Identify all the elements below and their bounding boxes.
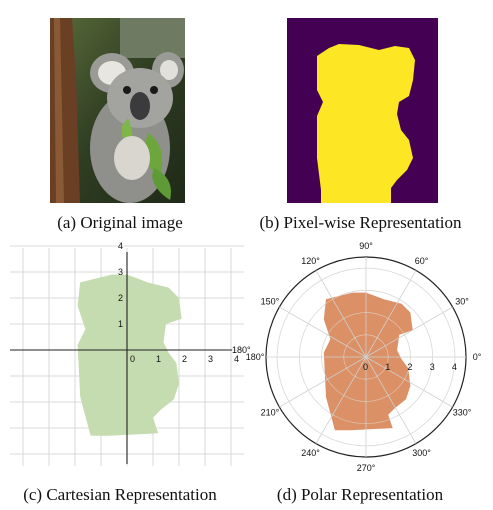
polar-angle-label: 90° bbox=[359, 241, 373, 251]
polar-angle-label: 270° bbox=[357, 463, 376, 473]
y-tick-label: 1 bbox=[118, 319, 123, 329]
polar-angle-label: 30° bbox=[455, 297, 469, 307]
polar-angle-label: 300° bbox=[412, 448, 431, 458]
polar-ring-overlay bbox=[321, 312, 411, 402]
y-tick-label: 3 bbox=[118, 267, 123, 277]
koala-photo bbox=[50, 18, 185, 203]
y-tick-label: 4 bbox=[118, 241, 123, 251]
polar-radial-label: 2 bbox=[407, 362, 412, 372]
polar-angle-labels: 0° 30° 60° 90° 120° 150° 180° 210° 240° 270° 300° 3… bbox=[246, 241, 482, 473]
x-tick-label: 3 bbox=[208, 354, 213, 364]
cartesian-plot: 0 1 2 3 4 1 2 3 4 180° bbox=[10, 241, 251, 468]
x-tick-label: 0 bbox=[130, 354, 135, 364]
y-tick-label: 2 bbox=[118, 293, 123, 303]
pixel-mask bbox=[287, 18, 438, 203]
polar-angle-label: 120° bbox=[301, 256, 320, 266]
polar-ring-overlay bbox=[276, 267, 456, 447]
polar-angle-label: 180° bbox=[246, 352, 265, 362]
polar-plot: 0° 30° 60° 90° 120° 150° 180° 210° 240° 270° 300° 3… bbox=[246, 232, 488, 473]
polar-spoke bbox=[315, 270, 367, 358]
polar-spokes bbox=[266, 257, 466, 457]
polar-spoke bbox=[279, 356, 367, 408]
polar-radial-label: 1 bbox=[385, 362, 390, 372]
polar-radial-labels: 0 1 2 3 4 bbox=[363, 362, 457, 372]
polar-radial-label: 4 bbox=[452, 362, 457, 372]
polar-spoke bbox=[365, 356, 417, 444]
x-tick-label: 2 bbox=[182, 354, 187, 364]
polar-spoke bbox=[365, 270, 417, 358]
polar-radial-label: 0 bbox=[363, 362, 368, 372]
cartesian-degree-label: 180° bbox=[232, 345, 251, 355]
polar-angle-label: 210° bbox=[261, 408, 280, 418]
polar-ring-overlay bbox=[343, 334, 389, 380]
polar-angle-label: 60° bbox=[415, 256, 429, 266]
caption-cartesian: (c) Cartesian Representation bbox=[23, 485, 217, 504]
polar-radial-label: 3 bbox=[430, 362, 435, 372]
koala-mask-shape bbox=[317, 44, 415, 203]
cartesian-x-tick-labels: 0 1 2 3 4 bbox=[130, 354, 239, 364]
cartesian-y-tick-labels: 1 2 3 4 bbox=[118, 241, 123, 329]
polar-angle-label: 240° bbox=[301, 448, 320, 458]
polar-spoke bbox=[365, 306, 453, 358]
x-tick-label: 4 bbox=[234, 354, 239, 364]
polar-spoke bbox=[315, 356, 367, 444]
caption-pixel-wise: (b) Pixel-wise Representation bbox=[259, 213, 462, 232]
polar-ring-overlay bbox=[299, 290, 433, 424]
polar-angle-label: 150° bbox=[261, 297, 280, 307]
polar-angle-label: 0° bbox=[473, 352, 482, 362]
x-tick-label: 1 bbox=[156, 354, 161, 364]
polar-angle-label: 330° bbox=[453, 408, 472, 418]
caption-polar: (d) Polar Representation bbox=[276, 485, 444, 504]
cartesian-axes bbox=[10, 252, 232, 464]
caption-original-image: (a) Original image bbox=[57, 213, 183, 232]
polar-spoke bbox=[279, 306, 367, 358]
cartesian-koala-shape bbox=[77, 274, 182, 436]
polar-spoke bbox=[365, 356, 453, 408]
